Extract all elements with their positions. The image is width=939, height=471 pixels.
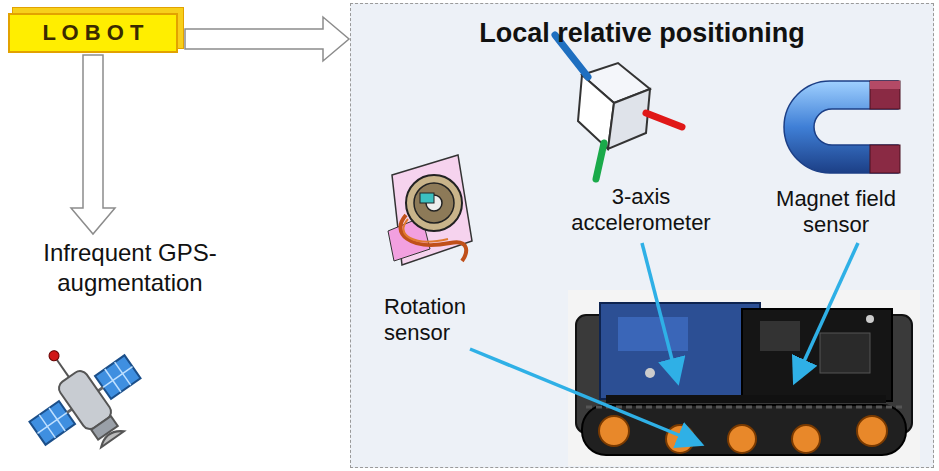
box-label: L O B O T (32, 20, 153, 46)
leader-lines (470, 243, 858, 443)
robot-photo (568, 290, 920, 466)
hollow-arrow (185, 17, 349, 61)
satellite-icon (25, 310, 145, 470)
accelerometer-cube (555, 35, 682, 179)
gps-text-node: Infrequent GPS- augmentation (10, 238, 250, 298)
rotation-sensor-icon (388, 155, 472, 265)
sensor-label: 3-axis accelerometer (556, 184, 726, 237)
sensor-label: Magnet field sensor (756, 186, 916, 239)
sensor-label: Rotation sensor (384, 294, 488, 347)
region-title: Local relative positioning (351, 18, 933, 49)
dashed-region: Local relative positioningRotation senso… (350, 3, 934, 468)
hollow-arrow (71, 55, 115, 234)
lobot-box: L O B O T (8, 13, 178, 53)
node-text: Infrequent GPS- augmentation (10, 238, 250, 298)
magnet-icon (784, 81, 900, 173)
